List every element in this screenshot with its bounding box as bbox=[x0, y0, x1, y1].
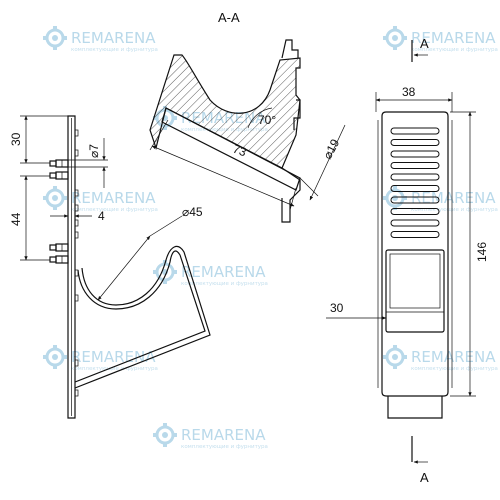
diameter-19-label: ⌀19 bbox=[320, 136, 342, 161]
dim-angle: 70° bbox=[247, 107, 276, 129]
dim-diameter-19: ⌀19 bbox=[299, 124, 346, 201]
front-slot bbox=[390, 139, 440, 146]
dim-length: 73 bbox=[149, 119, 297, 211]
hole-diameter-label: ⌀7 bbox=[87, 144, 101, 158]
section-title: A-A bbox=[218, 10, 240, 25]
gear-logo-icon bbox=[381, 24, 409, 52]
front-window-inner bbox=[389, 253, 441, 309]
front-slot bbox=[390, 127, 440, 135]
diameter-19-value: 19 bbox=[324, 136, 343, 155]
watermark-brand: REMARENA bbox=[71, 29, 156, 47]
front-slot bbox=[390, 196, 440, 204]
section-side-tooth bbox=[293, 99, 301, 130]
wire-hook-inner bbox=[74, 250, 206, 383]
front-slot bbox=[390, 173, 440, 181]
angle-value: 70° bbox=[258, 113, 276, 127]
dim-thickness-value: 4 bbox=[98, 209, 105, 223]
front-slot bbox=[390, 208, 440, 215]
front-slot bbox=[390, 162, 440, 169]
watermark-6: REMARENA комплектующие и фурнитура bbox=[151, 258, 268, 287]
watermark-tagline: комплектующие и фурнитура bbox=[181, 281, 268, 287]
front-bottom-tab bbox=[387, 396, 443, 419]
watermark-brand: REMARENA bbox=[181, 426, 266, 444]
watermark-4: REMARENA комплектующие и фурнитура bbox=[41, 184, 158, 213]
wire-hook-outer bbox=[74, 245, 211, 389]
watermark-8: REMARENA комплектующие и фурнитура bbox=[381, 343, 498, 372]
stud-2 bbox=[49, 171, 69, 180]
stud-4 bbox=[49, 255, 69, 264]
watermark-tagline: комплектующие и фурнитура bbox=[71, 47, 158, 53]
dim-width: 38 bbox=[375, 85, 453, 112]
diameter-symbol: ⌀ bbox=[182, 205, 189, 219]
dim-radius: ⌀45 bbox=[97, 205, 203, 301]
section-top-tooth bbox=[281, 39, 299, 59]
section-view: A-A 70° 73 ⌀19 bbox=[149, 10, 346, 223]
stud-3 bbox=[49, 243, 69, 252]
watermark-tagline: комплектующие и фурнитура bbox=[411, 366, 498, 372]
watermark-tagline: комплектующие и фурнитура bbox=[411, 47, 498, 53]
side-view: 30 44 ⌀7 4 ⌀45 bbox=[9, 115, 211, 419]
watermark-1: REMARENA комплектующие и фурнитура bbox=[41, 24, 158, 53]
watermark-brand: REMARENA bbox=[71, 189, 156, 207]
section-hatched-body bbox=[149, 54, 301, 169]
watermark-tagline: комплектующие и фурнитура bbox=[181, 444, 268, 450]
hole-diameter-value: 7 bbox=[87, 144, 101, 151]
back-plate bbox=[67, 115, 76, 419]
front-side-edges bbox=[377, 120, 453, 388]
width-value: 38 bbox=[402, 85, 416, 99]
length-value: 73 bbox=[231, 142, 249, 160]
gear-logo-icon bbox=[381, 343, 409, 371]
front-view: 38 146 30 A A bbox=[326, 36, 489, 485]
gear-logo-icon bbox=[41, 343, 69, 371]
radius-label: ⌀45 bbox=[182, 205, 203, 219]
gear-logo-icon bbox=[41, 24, 69, 52]
watermark-9: REMARENA комплектующие и фурнитура bbox=[151, 421, 268, 450]
dim-44: 44 bbox=[9, 212, 23, 226]
watermark-brand: REMARENA bbox=[71, 348, 156, 366]
height-value: 146 bbox=[475, 242, 489, 262]
dim-vertical-left: 30 44 bbox=[9, 115, 68, 261]
diameter-symbol: ⌀ bbox=[87, 151, 101, 158]
watermark-brand: REMARENA bbox=[411, 348, 496, 366]
section-mark-top: A bbox=[420, 36, 429, 51]
stud-1 bbox=[49, 159, 69, 168]
front-slot bbox=[390, 150, 440, 158]
section-marker-bottom: A bbox=[411, 436, 429, 485]
radius-value: 45 bbox=[189, 205, 203, 219]
dim-thickness: 4 bbox=[50, 200, 105, 223]
watermark-tagline: комплектующие и фурнитура bbox=[71, 207, 158, 213]
dim-window: 30 bbox=[326, 301, 387, 320]
gear-logo-icon bbox=[41, 184, 69, 212]
gear-logo-icon bbox=[381, 184, 409, 212]
section-marker-top: A bbox=[411, 36, 429, 62]
front-slot bbox=[390, 231, 440, 238]
watermark-7: REMARENA комплектующие и фурнитура bbox=[41, 343, 158, 372]
front-slot bbox=[390, 185, 440, 192]
watermark-2: REMARENA комплектующие и фурнитура bbox=[381, 24, 498, 53]
front-outer-frame bbox=[381, 111, 449, 397]
watermark-brand: REMARENA bbox=[411, 29, 496, 47]
front-slot bbox=[390, 219, 440, 227]
front-slots bbox=[390, 127, 440, 238]
watermark-tagline: комплектующие и фурнитура bbox=[71, 366, 158, 372]
gear-logo-icon bbox=[151, 421, 179, 449]
dim-height: 146 bbox=[450, 111, 489, 397]
section-mark-bottom: A bbox=[420, 470, 429, 485]
watermark-tagline: комплектующие и фурнитура bbox=[411, 207, 498, 213]
front-window bbox=[385, 249, 445, 333]
dim-hole: ⌀7 bbox=[68, 138, 108, 188]
watermark-brand: REMARENA bbox=[181, 263, 266, 281]
dim-30-left: 30 bbox=[9, 132, 23, 146]
window-dim-value: 30 bbox=[330, 301, 344, 315]
